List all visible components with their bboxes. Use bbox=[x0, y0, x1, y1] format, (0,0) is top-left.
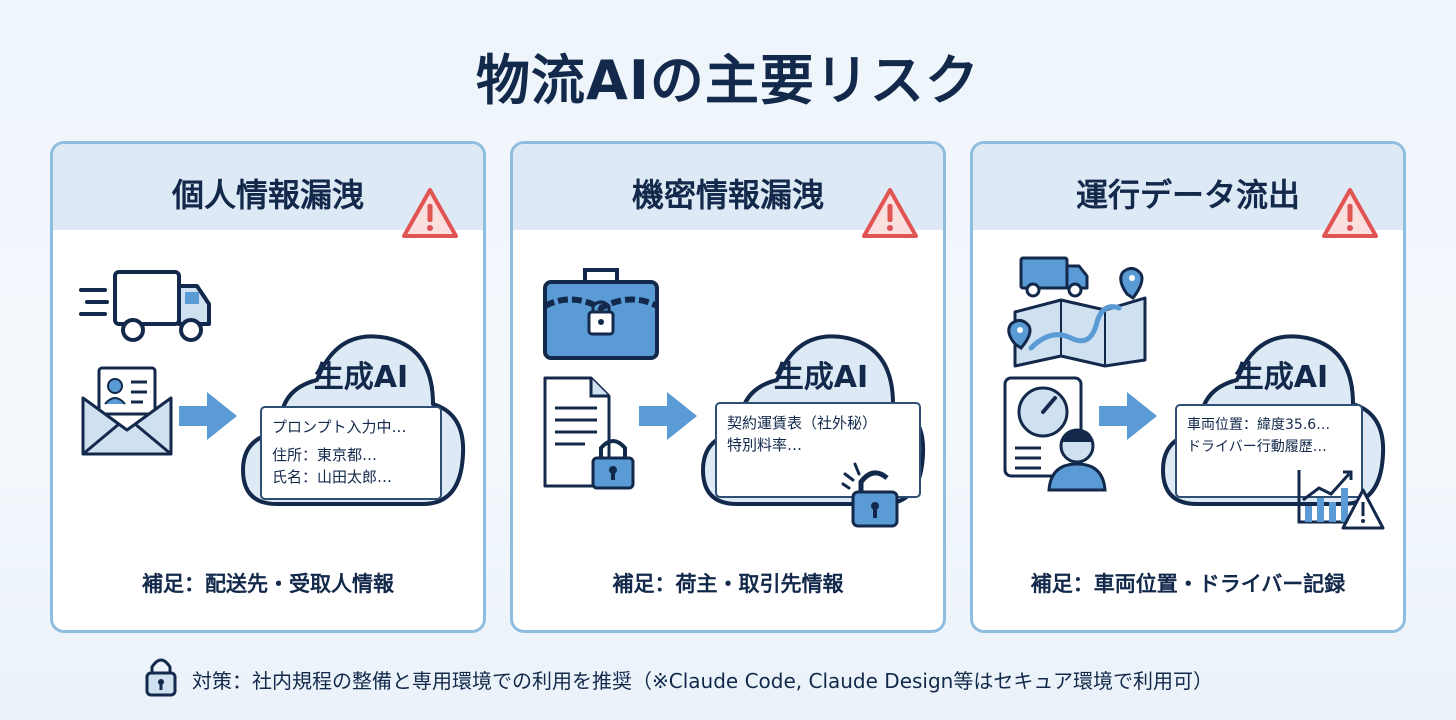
prompt-line: 住所：東京都… bbox=[272, 446, 378, 464]
envelope-contact-icon bbox=[81, 366, 173, 456]
padlock-icon bbox=[145, 658, 177, 697]
prompt-box: 契約運賃表（社外秘） 特別料率… bbox=[715, 402, 921, 498]
arrow-right-icon bbox=[639, 392, 697, 440]
chained-briefcase-icon bbox=[543, 268, 659, 360]
card-title: 運行データ流出 bbox=[1075, 176, 1300, 214]
card-title: 機密情報漏洩 bbox=[631, 176, 824, 214]
driver-monitor-icon bbox=[1003, 376, 1107, 492]
risk-card-operation-data: 運行データ流出 生成AI 車両位置：緯度 bbox=[970, 141, 1406, 633]
trend-chart-warning-icon bbox=[1297, 470, 1385, 530]
card-header bbox=[513, 144, 943, 230]
prompt-box: プロンプト入力中… 住所：東京都… 氏名：山田太郎… bbox=[260, 406, 442, 500]
prompt-line: 特別料率… bbox=[727, 436, 803, 454]
page-title: 物流AIの主要リスク bbox=[476, 49, 980, 112]
warning-icon bbox=[402, 188, 458, 238]
locked-document-icon bbox=[543, 376, 635, 490]
route-map-icon bbox=[1007, 256, 1147, 368]
warning-icon bbox=[1322, 188, 1378, 238]
delivery-truck-icon bbox=[79, 270, 211, 342]
footer-countermeasure: 対策：社内規程の整備と専用環境での利用を推奨（※Claude Code, Cla… bbox=[0, 655, 1456, 699]
unlocked-padlock-icon bbox=[841, 462, 899, 528]
prompt-line: 車両位置：緯度35.6… bbox=[1187, 417, 1331, 433]
arrow-right-icon bbox=[179, 392, 237, 440]
cloud-label: 生成AI bbox=[773, 360, 869, 395]
risk-card-personal-info: 個人情報漏洩 生成AI プロンプト入力中… 住所：東京都… 氏名 bbox=[50, 141, 486, 633]
warning-icon bbox=[862, 188, 918, 238]
card-title: 個人情報漏洩 bbox=[171, 176, 364, 214]
prompt-box: 車両位置：緯度35.6… ドライバー行動履歴… bbox=[1175, 404, 1363, 498]
cloud-label: 生成AI bbox=[1233, 360, 1329, 395]
arrow-right-icon bbox=[1099, 392, 1157, 440]
risk-card-confidential-info: 機密情報漏洩 生成AI 契約運賃表（社外秘） 特別料率… bbox=[510, 141, 946, 633]
card-note: 補足：車両位置・ドライバー記録 bbox=[1030, 572, 1346, 596]
cloud-label: 生成AI bbox=[313, 360, 409, 395]
prompt-line: 契約運賃表（社外秘） bbox=[727, 414, 878, 432]
footer-text: 対策：社内規程の整備と専用環境での利用を推奨（※Claude Code, Cla… bbox=[192, 669, 1213, 693]
card-note: 補足：荷主・取引先情報 bbox=[612, 572, 844, 596]
card-header bbox=[973, 144, 1403, 230]
card-note: 補足：配送先・受取人情報 bbox=[142, 572, 394, 596]
card-header bbox=[53, 144, 483, 230]
prompt-line: ドライバー行動履歴… bbox=[1187, 439, 1327, 455]
prompt-line: 氏名：山田太郎… bbox=[272, 468, 393, 486]
prompt-line: プロンプト入力中… bbox=[272, 418, 407, 436]
